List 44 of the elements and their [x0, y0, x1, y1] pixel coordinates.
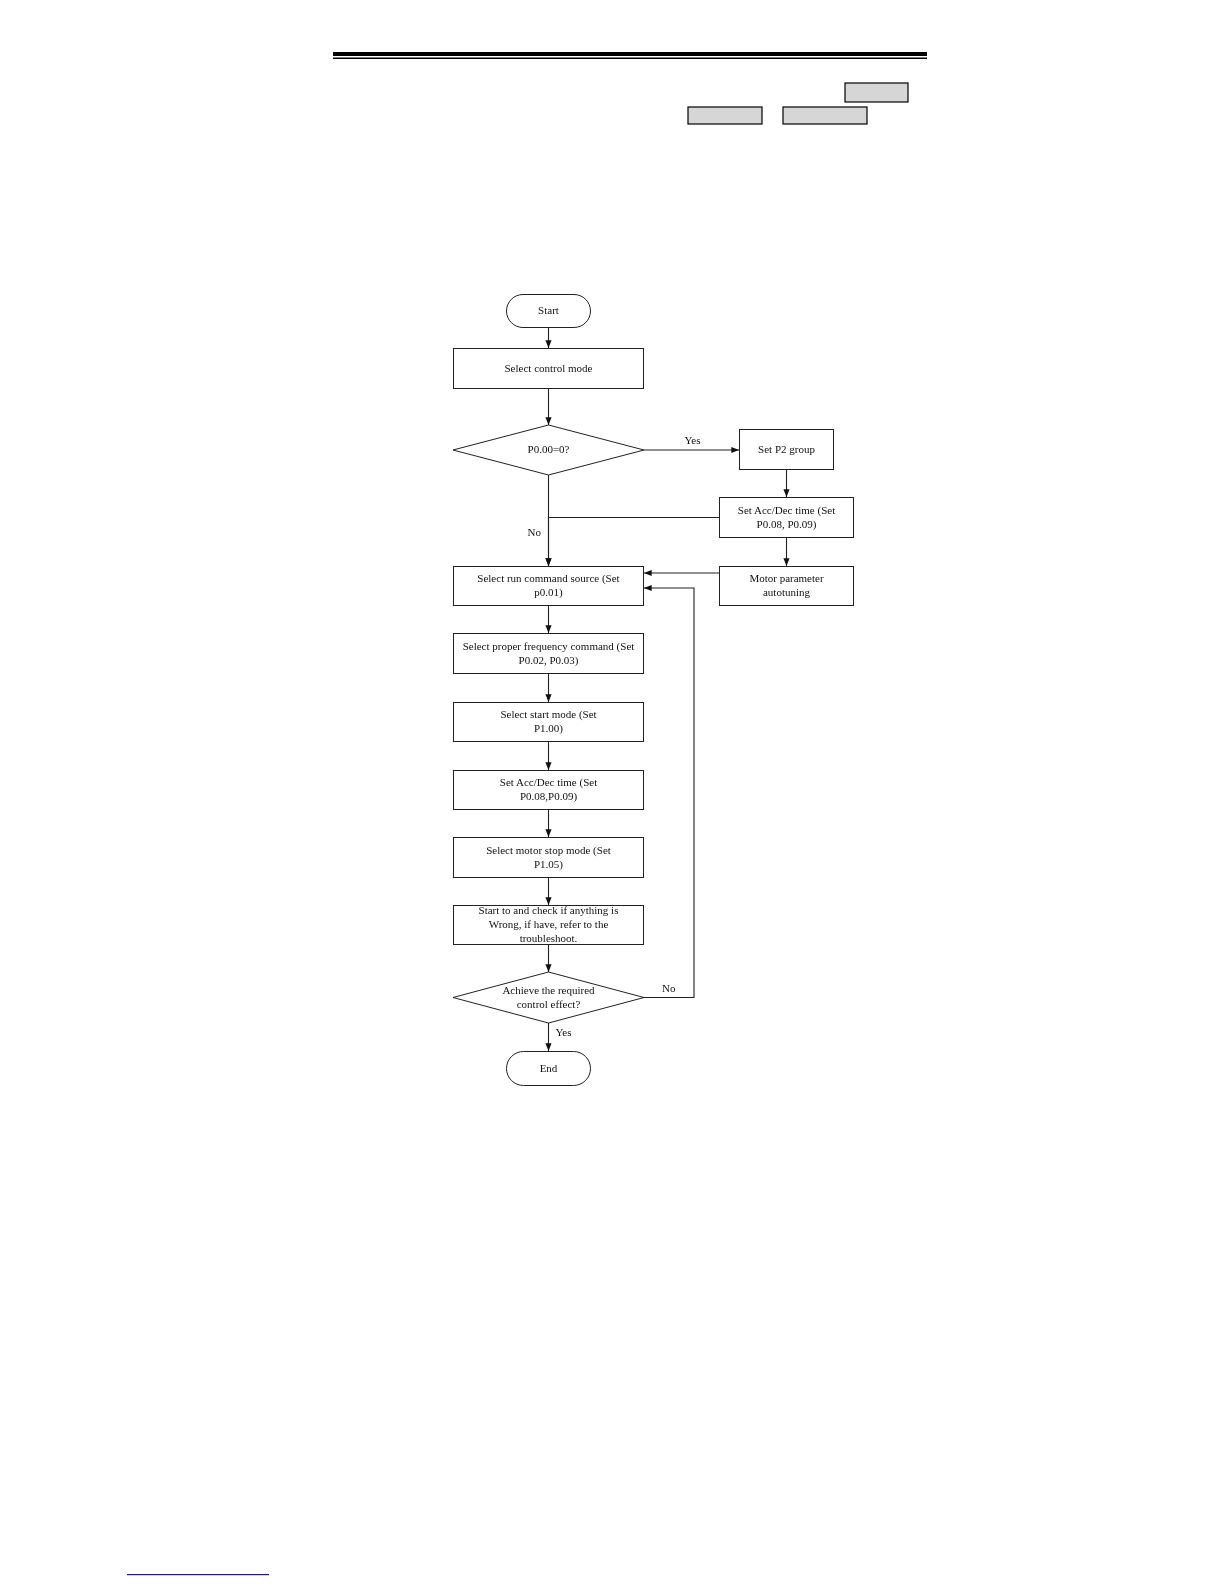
- node-text: Select motor stop mode (Set P1.05): [485, 843, 612, 872]
- node-text: Select start mode (Set P1.00): [499, 708, 598, 736]
- process-box: [453, 702, 644, 742]
- arrow: [545, 944, 552, 973]
- node-text: Start to and check if anything is Wrong, if have, refer to the troubleshoot.: [477, 904, 620, 946]
- arrow: [545, 673, 552, 703]
- arrow: [545, 516, 720, 567]
- node-text: P0.00=0?: [527, 443, 570, 457]
- arrow: [643, 584, 695, 999]
- arrow: [783, 469, 790, 498]
- process-box: [739, 429, 834, 470]
- arrow: [643, 569, 720, 577]
- edge-label: Yes: [554, 1026, 573, 1039]
- node-text: End: [539, 1061, 558, 1076]
- process-box: [453, 633, 644, 674]
- arrow: [545, 1022, 552, 1052]
- arrow: [545, 809, 552, 838]
- arrow: [545, 388, 552, 426]
- node-text: Start: [538, 304, 559, 318]
- decision-diamond: [453, 425, 644, 475]
- process-box: [719, 566, 854, 606]
- process-box: [453, 905, 644, 945]
- node-text: Achieve the required control effect?: [501, 983, 596, 1012]
- node-text: Set P2 group: [758, 442, 815, 457]
- process-box: [719, 497, 854, 538]
- arrow: [545, 327, 552, 349]
- node-text: Set Acc/Dec time (Set P0.08, P0.09): [736, 503, 837, 532]
- decision-diamond: [453, 972, 644, 1023]
- node-text: Select run command source (Set p0.01): [476, 572, 621, 600]
- process-box: [453, 770, 644, 810]
- arrow: [545, 877, 552, 906]
- arrow: [545, 605, 552, 634]
- process-box: [453, 837, 644, 878]
- edge-label: No: [526, 526, 542, 539]
- arrow: [643, 446, 740, 454]
- process-box: [453, 566, 644, 606]
- node-text: Set Acc/Dec time (Set P0.08,P0.09): [498, 776, 599, 804]
- edge-label: Yes: [683, 434, 702, 447]
- node-text: Select proper frequency command (Set P0.02, P0.03): [461, 639, 636, 668]
- node-text: Select control mode: [504, 361, 593, 376]
- node-text: Motor parameter autotuning: [748, 572, 825, 600]
- arrow: [783, 537, 790, 567]
- process-box: [453, 348, 644, 389]
- arrow: [545, 741, 552, 771]
